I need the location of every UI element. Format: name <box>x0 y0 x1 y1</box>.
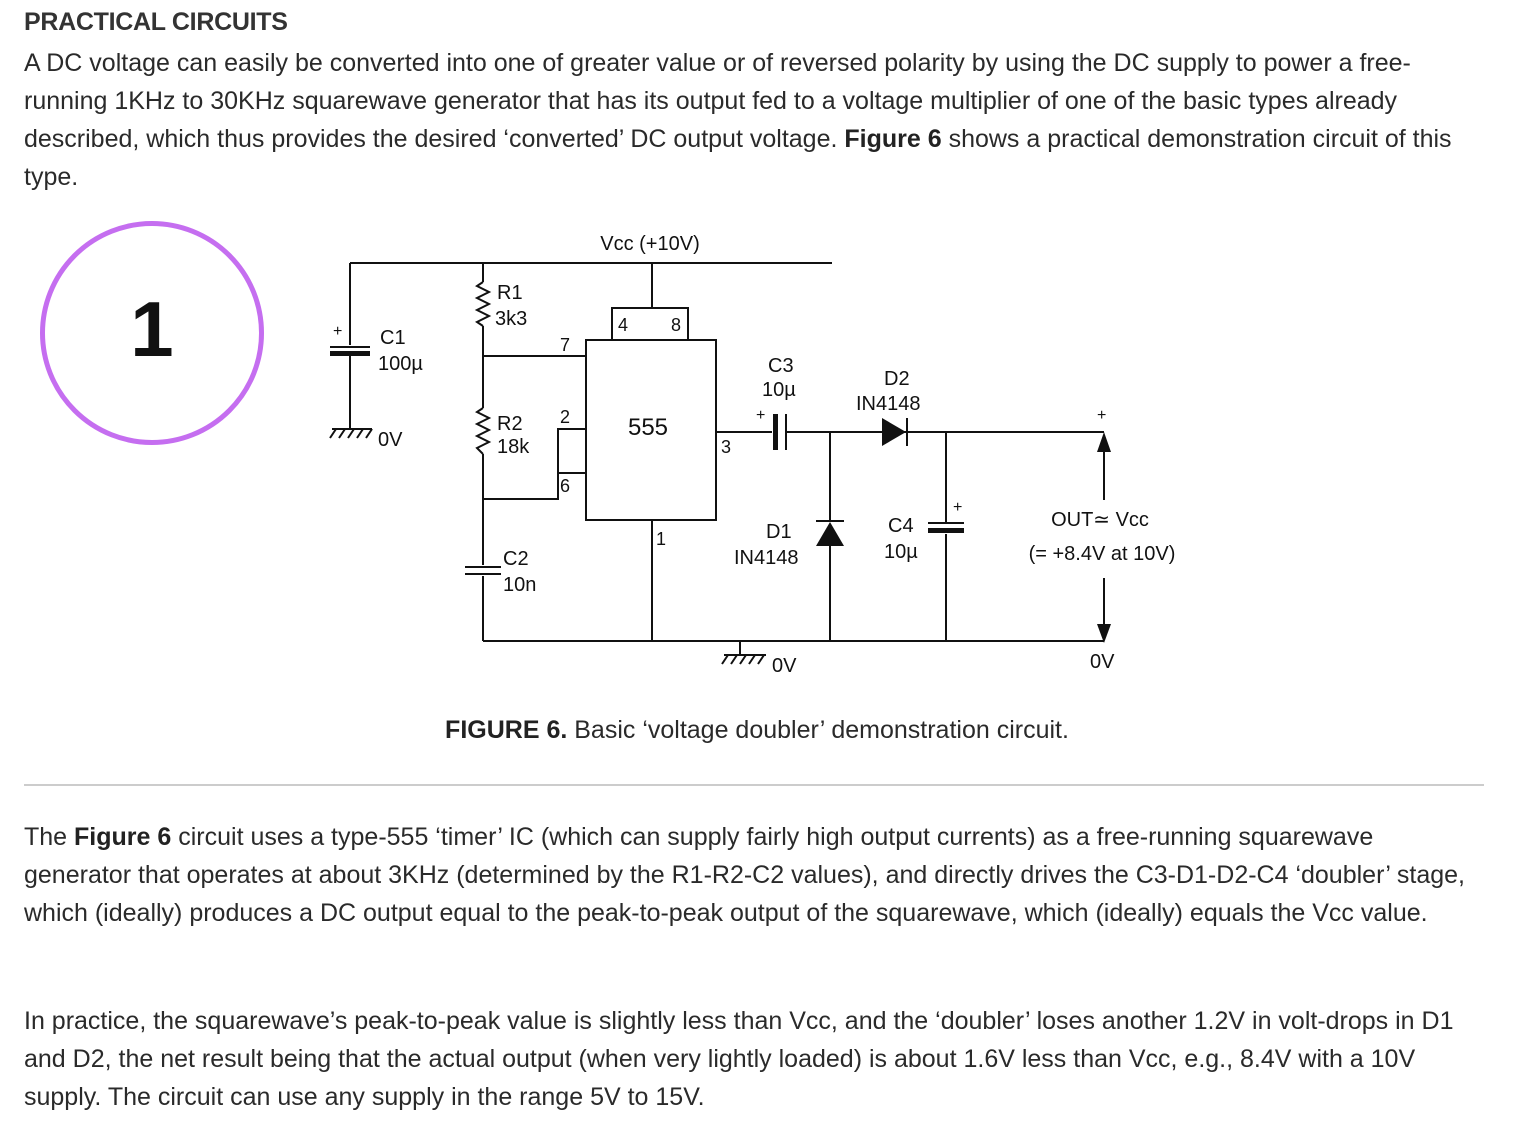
output-arrow-up-icon <box>1097 432 1111 452</box>
output-arrow-down-icon <box>1097 624 1111 643</box>
pin2-pin6-wire <box>483 428 586 500</box>
c4-plus: + <box>953 499 962 516</box>
r1-value: 3k3 <box>495 308 527 330</box>
c4-name: C4 <box>888 515 914 537</box>
section-divider <box>24 784 1484 786</box>
ground-left-label: 0V <box>378 429 403 451</box>
pin4-pin8-box <box>611 307 689 340</box>
pin3-label: 3 <box>721 437 731 457</box>
ground-center-label: 0V <box>772 655 797 677</box>
c3-name: C3 <box>768 355 794 377</box>
c2-value: 10n <box>503 574 536 596</box>
practice-paragraph: In practice, the squarewave’s peak-to-pe… <box>24 1007 1454 1111</box>
intro-figure-ref: Figure 6 <box>844 125 942 153</box>
ic-555-label: 555 <box>628 414 668 441</box>
r1-name: R1 <box>497 282 523 304</box>
r1-resistor <box>474 281 492 327</box>
c2-name: C2 <box>503 548 529 570</box>
output-note: (= +8.4V at 10V) <box>1029 543 1176 565</box>
para2-text-before: The <box>24 823 75 851</box>
ground-symbol-left <box>329 428 373 439</box>
d1-diode-body <box>816 522 844 546</box>
r2-name: R2 <box>497 413 523 435</box>
pin8-label: 8 <box>671 315 681 335</box>
pin1-label: 1 <box>656 529 666 549</box>
output-plus: + <box>1097 407 1106 424</box>
d2-value: IN4148 <box>856 393 921 415</box>
c4-plate-bottom <box>928 528 964 533</box>
d2-name: D2 <box>884 368 910 390</box>
pin6-label: 6 <box>560 476 570 496</box>
c1-value: 100µ <box>378 353 423 375</box>
pin4-label: 4 <box>618 315 628 335</box>
step-number: 1 <box>130 284 174 373</box>
vcc-label: Vcc (+10V) <box>600 233 699 255</box>
caption-text: Basic ‘voltage doubler’ demonstration ci… <box>567 716 1069 744</box>
para2-figure-ref: Figure 6 <box>74 823 172 851</box>
r2-value: 18k <box>497 436 530 458</box>
c3-value: 10µ <box>762 379 796 401</box>
ground-right-label: 0V <box>1090 651 1115 673</box>
pin2-label: 2 <box>560 407 570 427</box>
intro-text-after: shows a practical demonstration circuit … <box>24 125 1452 191</box>
c1-name: C1 <box>380 327 406 349</box>
para2-text-after: circuit uses a type-555 ‘timer’ IC (whic… <box>24 823 1466 927</box>
c1-plate-bottom <box>330 351 370 356</box>
ground-symbol-center <box>721 654 766 665</box>
step-number-badge: 1 <box>40 221 264 445</box>
d1-value: IN4148 <box>734 547 799 569</box>
pin7-label: 7 <box>560 335 570 355</box>
intro-text-before: A DC voltage can easily be converted int… <box>24 49 1411 153</box>
r2-resistor <box>474 407 492 455</box>
d1-name: D1 <box>766 521 792 543</box>
c4-value: 10µ <box>884 541 918 563</box>
c1-plus: + <box>333 323 342 340</box>
c3-plus: + <box>756 407 765 424</box>
intro-paragraph: A DC voltage can easily be converted int… <box>24 44 1484 196</box>
caption-figure-number: FIGURE 6. <box>445 716 568 744</box>
d2-diode-body <box>882 418 906 446</box>
figure-caption: FIGURE 6. Basic ‘voltage doubler’ demons… <box>0 716 1514 745</box>
explanation-paragraph: The Figure 6 circuit uses a type-555 ‘ti… <box>24 818 1484 932</box>
circuit-diagram: Vcc (+10V) + C1 100µ 0V R1 3k3 R2 18k C2… <box>329 233 1176 677</box>
section-heading: PRACTICAL CIRCUITS <box>24 8 288 36</box>
c3-plate-left <box>773 414 778 450</box>
output-label: OUT≃ Vcc <box>1051 509 1149 531</box>
